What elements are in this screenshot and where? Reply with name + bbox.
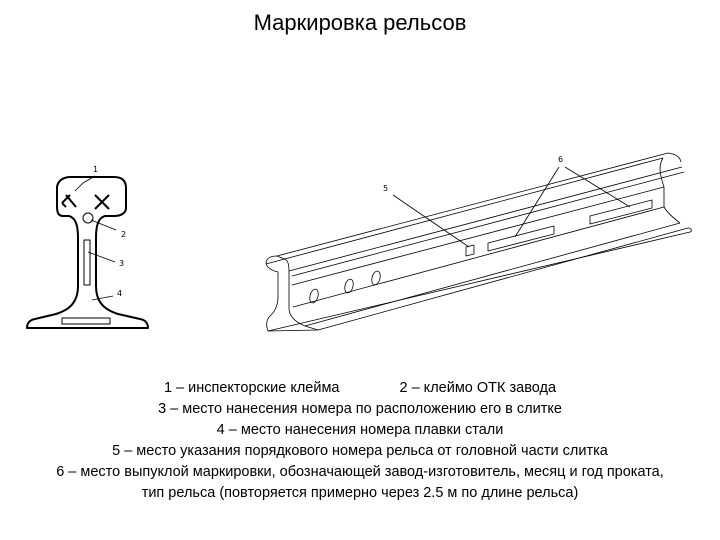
callout-3: 3 [119, 259, 124, 268]
rail-leaders [392, 166, 631, 248]
legend-item-2: 2 – клеймо ОТК завода [399, 380, 557, 396]
rail-number-mark [465, 244, 475, 257]
page-title: Маркировка рельсов [253, 10, 467, 35]
callout-4: 4 [117, 289, 122, 298]
rail-end-face [265, 255, 319, 332]
bolt-hole-3 [371, 270, 381, 286]
legend-item-4: 4 – место нанесения номера плавки стали [216, 422, 504, 438]
legend: 1 – инспекторские клейма 2 – клеймо ОТК з… [0, 378, 720, 504]
rail-head-top [265, 152, 682, 265]
rail-head-lower-edge [288, 166, 685, 277]
rail-profile-outline [26, 176, 149, 329]
rail-cross-section [26, 176, 149, 329]
ingot-number-area [83, 239, 91, 286]
legend-row-1: 1 – инспекторские клейма 2 – клеймо ОТК з… [0, 378, 720, 399]
legend-item-3: 3 – место нанесения номера по расположен… [158, 401, 562, 417]
inspector-stamps [61, 194, 110, 210]
callout-1: 1 [93, 165, 98, 174]
rail-diagram: 1 2 3 4 5 6 [26, 152, 692, 332]
rail-web-lower [292, 206, 665, 308]
bolt-hole-2 [344, 278, 354, 294]
callout-6: 6 [558, 155, 563, 164]
section-leaders [74, 175, 117, 301]
rail-foot-bottom [267, 227, 692, 332]
legend-item-6: 6 – место выпуклой маркировки, обозначаю… [56, 464, 664, 480]
rail-foot-top [304, 222, 689, 331]
legend-item-6-continued: тип рельса (повторяется примерно через 2… [141, 485, 579, 501]
rail-far-end [659, 157, 681, 224]
rail-perspective-view [265, 152, 692, 332]
relief-marking-2 [589, 199, 653, 225]
legend-item-5: 5 – место указания порядкового номера ре… [112, 443, 608, 459]
legend-item-1: 1 – инспекторские клейма [163, 380, 340, 396]
callout-5: 5 [383, 184, 388, 193]
rail-web-upper [291, 186, 665, 286]
heat-number-area [61, 317, 111, 325]
relief-marking-1 [487, 225, 555, 252]
otk-stamp-circle [82, 212, 94, 224]
callout-2: 2 [121, 230, 126, 239]
bolt-hole-1 [309, 288, 319, 304]
